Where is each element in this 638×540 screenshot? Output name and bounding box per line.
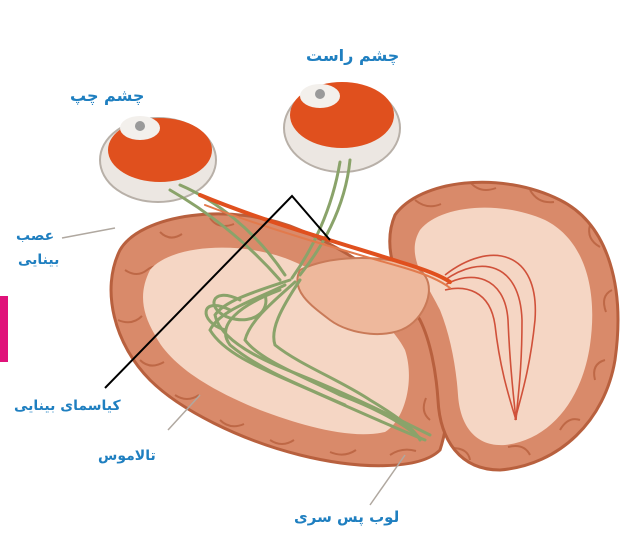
- label-right-eye: چشم راست: [306, 46, 399, 65]
- label-left-eye: چشم چپ: [70, 86, 144, 105]
- right-eye: [284, 82, 400, 172]
- label-optic-nerve-line2: بینایی: [18, 252, 59, 268]
- label-optic-nerve-line1: عصب: [16, 228, 54, 244]
- left-eye: [100, 116, 216, 202]
- label-occipital-lobe: لوب پس سری: [294, 508, 399, 526]
- label-thalamus: تالاموس: [98, 448, 156, 464]
- label-optic-chiasm: کیاسمای بینایی: [14, 398, 121, 414]
